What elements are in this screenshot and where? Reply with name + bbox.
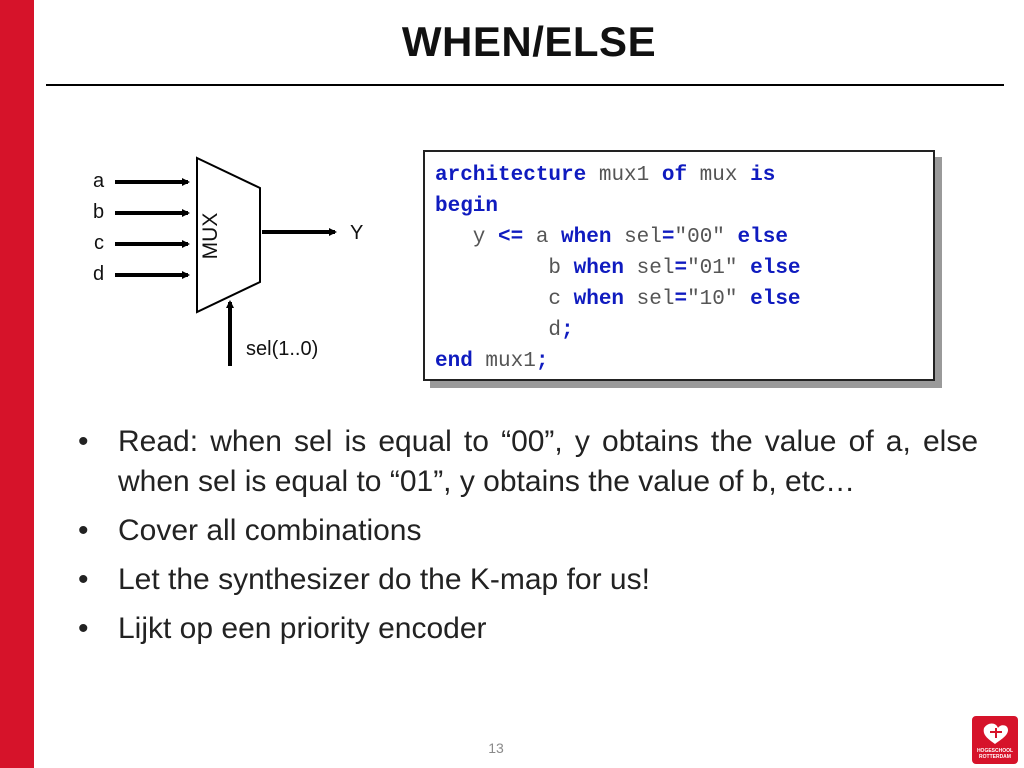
logo-line-2: ROTTERDAM [979,754,1011,760]
code-string: "00" [674,226,725,249]
select-label: sel(1..0) [246,338,319,360]
code-text: d [435,319,562,342]
vhdl-code: architecture mux1 of mux is begin y <= a… [435,160,801,377]
logo-line-1: HOGESCHOOL [976,748,1014,754]
code-text: sel [624,288,675,311]
code-box: architecture mux1 of mux is begin y <= a… [423,150,935,381]
code-text: a [523,226,562,249]
bullet-item: Read: when sel is equal to “00”, y obtai… [78,422,978,502]
code-text: sel [624,257,675,280]
code-text: sel [611,226,662,249]
code-keyword: of [661,164,688,187]
bullet-item: Let the synthesizer do the K-map for us! [78,560,978,600]
output-label: Y [350,222,364,244]
code-text: mux [687,164,751,187]
code-keyword: begin [435,195,499,218]
code-operator: <= [498,226,524,249]
code-operator: = [661,226,675,249]
logo-mark-icon [983,723,1008,744]
bullet-item: Lijkt op een priority encoder [78,609,978,649]
code-text [738,257,751,280]
slide-title: WHEN/ELSE [401,18,657,65]
code-text: y [435,226,499,249]
code-keyword: else [737,226,788,249]
left-accent-bar [0,0,34,768]
hogeschool-logo: HOGESCHOOL ROTTERDAM [972,716,1018,764]
code-operator: ; [535,350,549,373]
mux-diagram: a b c d Y sel(1..0) MUX [80,150,380,380]
mux-schematic [115,156,337,366]
code-operator: = [674,288,688,311]
code-keyword: architecture [435,164,587,187]
input-label-d: d [93,263,105,285]
code-text: mux1 [472,350,536,373]
code-keyword: end [435,350,473,373]
bullet-list: Read: when sel is equal to “00”, y obtai… [78,422,978,658]
code-string: "10" [687,288,738,311]
code-keyword: when [573,288,625,311]
code-text [725,226,738,249]
input-label-c: c [94,232,104,254]
mux-block-label: MUX [199,212,222,260]
mux-block [196,156,261,314]
logo-text: HOGESCHOOL ROTTERDAM [972,748,1018,760]
input-label-b: b [93,201,105,223]
code-text: c [435,288,574,311]
code-keyword: else [750,257,801,280]
title-divider [46,84,1004,86]
code-operator: = [674,257,688,280]
code-keyword: is [750,164,776,187]
bullet-item: Cover all combinations [78,511,978,551]
page-number: 13 [488,740,504,756]
code-operator: ; [561,319,574,342]
input-label-a: a [93,170,105,192]
code-text: b [435,257,574,280]
code-string: "01" [687,257,738,280]
code-keyword: when [573,257,625,280]
code-keyword: else [750,288,801,311]
code-keyword: when [561,226,612,249]
code-text: mux1 [586,164,662,187]
code-text [738,288,751,311]
